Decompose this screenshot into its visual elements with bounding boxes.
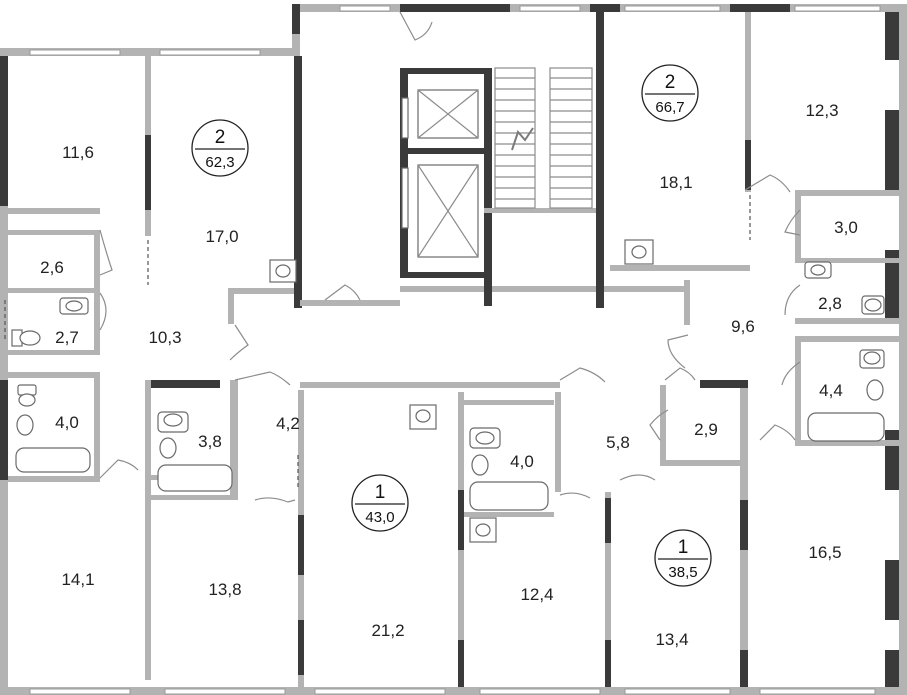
apartment-badge: 1 38,5: [654, 529, 712, 587]
room-area-label: 2,7: [55, 328, 79, 347]
room-area-label: 2,6: [40, 258, 64, 277]
outer-walls: [0, 4, 907, 695]
apartment-badge: 1 43,0: [351, 474, 409, 532]
apartment-rooms-count: 1: [375, 482, 386, 503]
room-area-label: 13,4: [655, 630, 688, 649]
elevators: [401, 89, 479, 258]
windows: [29, 5, 881, 695]
apartment-rooms-count: 1: [678, 537, 689, 558]
staircase: [494, 67, 593, 209]
apartment-rooms-count: 2: [665, 72, 676, 93]
room-area-label: 4,4: [819, 381, 843, 400]
room-area-label: 18,1: [659, 173, 692, 192]
apartment-total-area: 38,5: [668, 564, 697, 581]
apartment-total-area: 43,0: [365, 509, 394, 526]
apartment-total-area: 66,7: [655, 99, 684, 116]
apartment-rooms-count: 2: [215, 127, 226, 148]
room-labels: 11,6 17,0 2,6 2,7 10,3 4,0 14,1 3,8 4,2 …: [40, 101, 858, 649]
plumbing-fixtures: [11, 239, 885, 543]
apartment-badges: 2 62,3 2 66,7 1 43,0 1 38,5: [191, 64, 712, 587]
room-area-label: 12,3: [805, 101, 838, 120]
apartment-badge: 2 62,3: [191, 119, 249, 177]
dashed-openings: [4, 195, 751, 490]
room-area-label: 5,8: [606, 433, 630, 452]
room-area-label: 2,9: [694, 420, 718, 439]
room-area-label: 11,6: [62, 143, 94, 162]
room-area-label: 4,0: [510, 452, 534, 471]
room-area-label: 2,8: [818, 294, 842, 313]
room-area-label: 17,0: [205, 227, 238, 246]
room-area-label: 14,1: [61, 570, 94, 589]
apartment-badge: 2 66,7: [641, 64, 699, 122]
room-area-label: 10,3: [148, 328, 181, 347]
room-area-label: 13,8: [208, 580, 241, 599]
apartment-total-area: 62,3: [205, 154, 234, 171]
room-area-label: 21,2: [371, 621, 404, 640]
door-swings: [99, 11, 801, 503]
room-area-label: 4,2: [276, 414, 300, 433]
room-area-label: 3,8: [198, 432, 222, 451]
room-area-label: 4,0: [55, 413, 79, 432]
room-area-label: 12,4: [520, 585, 553, 604]
room-area-label: 16,5: [808, 543, 841, 562]
room-area-label: 9,6: [731, 317, 755, 336]
room-area-label: 3,0: [834, 218, 858, 237]
